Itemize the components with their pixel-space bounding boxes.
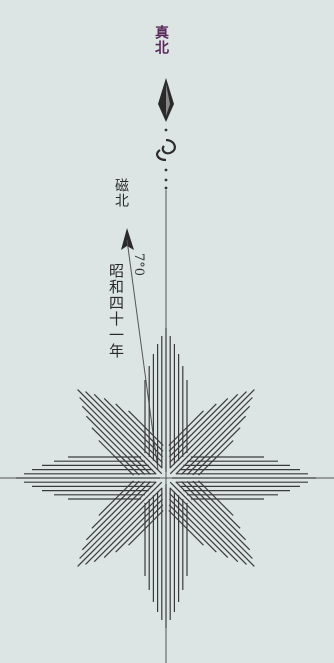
rose-ray-line [175, 481, 253, 559]
true-north-arrow-icon [158, 78, 174, 122]
true-north-label: 真北 [153, 25, 169, 55]
rose-ray-line [168, 403, 217, 452]
rose-point-n [144, 328, 188, 472]
rose-ray-line [91, 427, 140, 476]
rose-ray-line [168, 410, 204, 446]
rose-ray-line [169, 391, 247, 469]
rose-ray-line [91, 480, 140, 529]
rose-ray-line [169, 493, 239, 563]
rose-ray-line [186, 480, 247, 541]
ornament-scroll-icon [156, 138, 176, 162]
rose-point-w [16, 456, 160, 500]
rose-point-s [144, 484, 188, 628]
rose-ray-line [128, 510, 164, 546]
rose-ray-line [77, 389, 163, 475]
rose-ray-line [169, 389, 255, 475]
rose-point-se [168, 480, 255, 567]
rose-ray-line [81, 481, 151, 551]
rose-ray-line [85, 415, 146, 476]
rose-ray-line [198, 480, 234, 516]
rose-ray-line [103, 397, 164, 458]
rose-ray-line [93, 493, 163, 563]
rose-point-sw [77, 480, 164, 567]
survey-year-label: 昭和四十一年 [107, 263, 125, 359]
rose-ray-line [103, 498, 164, 559]
meridian-dots [164, 128, 168, 190]
rose-ray-line [77, 481, 163, 567]
rose-ray-line [169, 481, 255, 567]
rose-ray-line [169, 393, 239, 463]
declination-label: 7°0 [131, 253, 146, 277]
magnetic-north-label: 磁北 [113, 178, 129, 208]
rose-point-nw [77, 389, 164, 476]
rose-rays [16, 328, 316, 628]
rose-ray-line [79, 397, 157, 475]
rose-ray-line [85, 391, 163, 469]
rose-ray-line [81, 405, 151, 475]
rose-ray-line [181, 405, 251, 475]
rose-ray-line [192, 427, 241, 476]
rose-point-e [172, 456, 316, 500]
rose-ray-line [115, 504, 164, 553]
rose-ray-line [85, 487, 163, 565]
rose-ray-line [98, 440, 134, 476]
rose-ray-line [115, 403, 164, 452]
rose-ray-line [168, 397, 229, 458]
rose-ray-line [181, 481, 251, 551]
rose-ray-line [93, 393, 163, 463]
rose-ray-line [128, 410, 164, 446]
rose-point-ne [168, 389, 255, 476]
rose-ray-line [192, 480, 241, 529]
rose-ray-line [168, 504, 217, 553]
